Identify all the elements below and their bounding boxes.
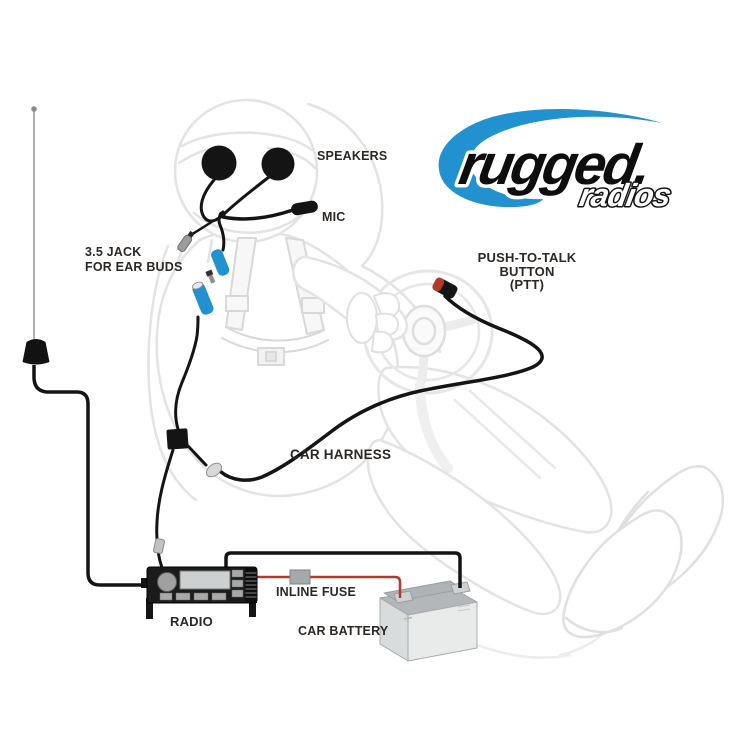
car-harness-cable <box>155 210 544 570</box>
ptt-cable <box>219 294 544 482</box>
label-earbud-jack-line2: FOR EAR BUDS <box>85 260 183 274</box>
blue-connector-lower <box>191 281 214 315</box>
ptt-button <box>432 277 458 299</box>
label-mic: MIC <box>322 210 346 224</box>
driver-arm <box>292 255 409 354</box>
radio-unit <box>141 566 258 619</box>
battery-plus-mark <box>403 615 413 623</box>
mic <box>291 200 318 216</box>
helmet <box>173 98 319 264</box>
radio-knob <box>157 572 177 592</box>
label-car-battery: CAR BATTERY <box>298 624 389 638</box>
radio-speaker-grille <box>245 568 257 603</box>
logo: rugged. radios <box>438 108 675 214</box>
label-earbud-jack: 3.5 JACK FOR EAR BUDS <box>85 245 183 275</box>
logo-wordmark: rugged. <box>455 133 654 197</box>
driver-figure <box>147 98 725 659</box>
label-earbud-jack-line1: 3.5 JACK <box>85 245 142 259</box>
harness-connector-box <box>166 428 189 450</box>
mic-boom <box>221 208 295 221</box>
label-ptt: PUSH-TO-TALK BUTTON (PTT) <box>457 251 597 292</box>
earbud-jack <box>177 230 195 252</box>
antenna <box>22 106 147 587</box>
headset-wires <box>189 175 295 237</box>
radio-buttons <box>159 569 244 601</box>
blue-connector-upper <box>211 249 230 276</box>
label-inline-fuse: INLINE FUSE <box>276 585 356 599</box>
radio-screen <box>179 570 231 590</box>
helmet-speakers <box>201 145 295 181</box>
logo-swoosh <box>438 108 662 208</box>
driver-legs <box>366 365 620 659</box>
inline-fuse <box>289 569 311 585</box>
car-battery <box>379 580 478 662</box>
label-speakers: SPEAKERS <box>317 149 388 163</box>
label-radio: RADIO <box>170 614 213 629</box>
radio-plug-connector <box>153 538 165 554</box>
label-car-harness: CAR HARNESS <box>290 447 392 462</box>
label-ptt-line2: BUTTON <box>499 263 555 279</box>
logo-subtext: radios <box>577 177 673 213</box>
speaker-left <box>201 145 237 181</box>
driver-shoes <box>562 465 725 639</box>
power-wire-black <box>224 551 462 588</box>
power-wire-red <box>256 575 402 598</box>
harness-inline-connector <box>205 462 223 478</box>
label-ptt-line3: (PTT) <box>509 277 545 292</box>
jack-pin <box>205 269 216 284</box>
speaker-right <box>261 147 295 181</box>
label-ptt-line1: PUSH-TO-TALK <box>477 250 577 265</box>
antenna-cable <box>32 365 147 587</box>
